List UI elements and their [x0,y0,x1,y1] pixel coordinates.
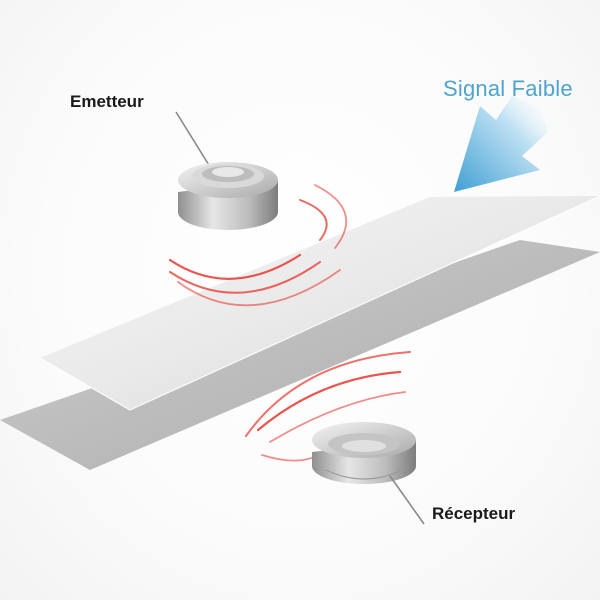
receiver-leader-line [389,475,425,525]
top-sheet [40,196,600,410]
bottom-sheet [0,240,600,470]
top-sheet-edge [39,195,600,411]
receiver-label: Récepteur [432,504,516,523]
receiver-sensor-icon [312,422,416,484]
emitter-waves [168,184,348,307]
emitter-label: Emetteur [70,92,144,111]
signal-arrow-icon [454,96,548,192]
emitter-leader-line [175,111,213,171]
signal-label: Signal Faible [443,76,573,101]
emitter-sensor-icon [178,162,278,230]
